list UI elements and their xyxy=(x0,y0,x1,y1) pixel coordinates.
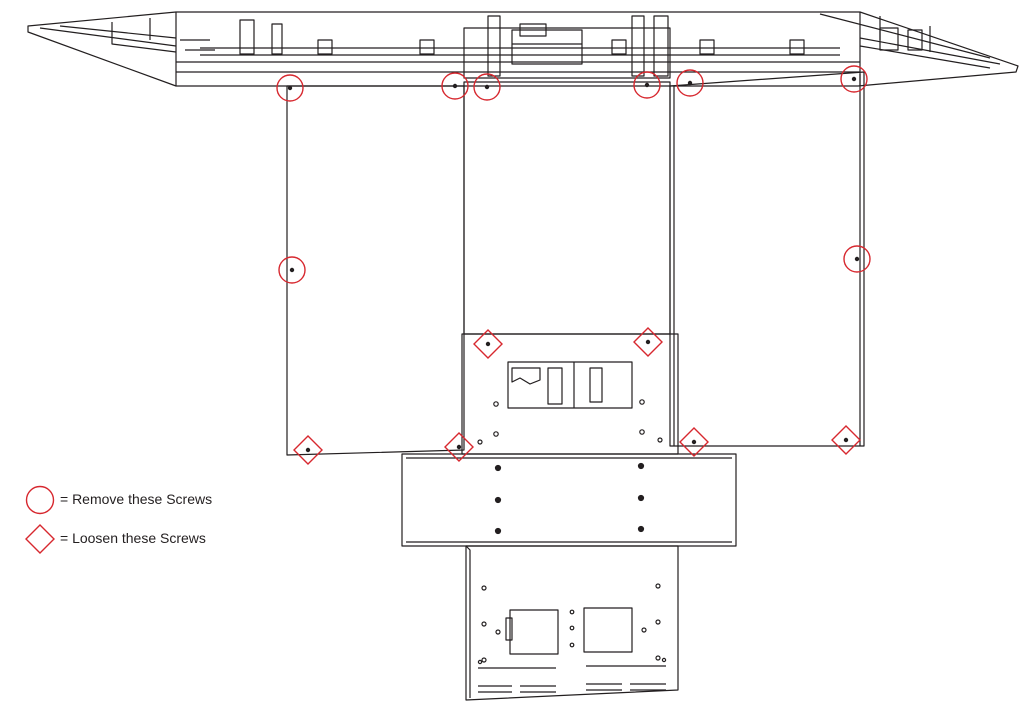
center-cover-panel xyxy=(463,81,671,335)
screw-dots xyxy=(287,76,860,453)
loosen-screw-marker xyxy=(473,329,503,359)
remove-screw-marker xyxy=(473,73,501,101)
loosen-screw-marker xyxy=(831,425,861,455)
remove-screw-marker xyxy=(676,69,704,97)
remove-screw-marker xyxy=(276,74,304,102)
legend-remove-label: = Remove these Screws xyxy=(60,491,213,507)
remove-screw-marker xyxy=(633,71,661,99)
ceiling-frame xyxy=(27,11,1019,87)
loosen-screw-marker xyxy=(633,327,663,357)
lift-column xyxy=(463,15,671,79)
legend-loosen-label: = Loosen these Screws xyxy=(60,530,206,546)
horizontal-bar xyxy=(401,453,737,547)
loosen-screw-marker xyxy=(679,427,709,457)
remove-screw-marker xyxy=(843,245,871,273)
loosen-screw-marker xyxy=(444,432,474,462)
remove-screw-marker xyxy=(278,256,306,284)
legend-remove: = Remove these Screws xyxy=(24,484,284,523)
loosen-screw-marker xyxy=(293,435,323,465)
display-bracket xyxy=(465,545,679,701)
legend-loosen: = Loosen these Screws xyxy=(24,523,284,562)
legend: = Remove these Screws = Loosen these Scr… xyxy=(24,484,284,562)
left-cover-panel xyxy=(286,85,465,456)
remove-screw-marker xyxy=(840,65,868,93)
diamond-icon xyxy=(25,524,55,554)
circle-icon xyxy=(25,485,55,515)
right-cover-panel xyxy=(669,71,865,447)
remove-screw-marker xyxy=(441,72,469,100)
